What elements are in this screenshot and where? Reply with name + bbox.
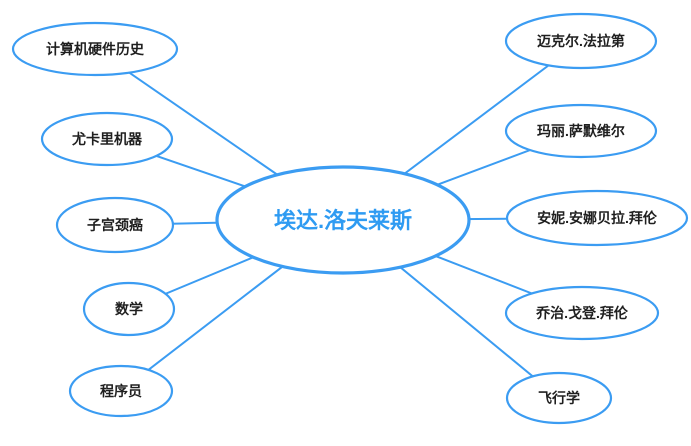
node-ellipse <box>11 21 179 77</box>
node-yukari-machine[interactable]: 尤卡里机器 <box>40 111 174 167</box>
node-cervical-cancer[interactable]: 子宫颈癌 <box>55 196 175 254</box>
node-michael-faraday[interactable]: 迈克尔.法拉第 <box>504 12 658 70</box>
node-computer-hardware-history[interactable]: 计算机硬件历史 <box>11 21 179 77</box>
node-mary-somerville[interactable]: 玛丽.萨默维尔 <box>504 103 658 159</box>
central-topic[interactable]: 埃达.洛夫莱斯 <box>215 165 471 275</box>
node-ellipse <box>55 196 175 254</box>
node-label: 子宫颈癌 <box>87 217 143 233</box>
node-ellipse <box>504 12 658 70</box>
node-anne-annabella-byron[interactable]: 安妮.安娜贝拉.拜伦 <box>505 189 689 247</box>
node-label: 乔治.戈登.拜伦 <box>535 305 629 321</box>
node-mathematics[interactable]: 数学 <box>82 281 176 337</box>
node-label: 安妮.安娜贝拉.拜伦 <box>537 210 658 226</box>
node-label: 尤卡里机器 <box>72 131 143 147</box>
central-topic-label: 埃达.洛夫莱斯 <box>274 208 412 233</box>
central-topic-ellipse <box>215 165 471 275</box>
node-ellipse <box>40 111 174 167</box>
node-label: 数学 <box>115 301 143 317</box>
node-programmer[interactable]: 程序员 <box>68 364 174 418</box>
node-ellipse <box>82 281 176 337</box>
node-ellipse <box>504 103 658 159</box>
node-label: 计算机硬件历史 <box>46 41 145 57</box>
node-ellipse <box>505 189 689 247</box>
node-label: 飞行学 <box>538 390 580 406</box>
node-aviation[interactable]: 飞行学 <box>505 371 613 425</box>
node-ellipse <box>68 364 174 418</box>
node-label: 玛丽.萨默维尔 <box>537 123 625 139</box>
node-ellipse <box>505 371 613 425</box>
node-label: 迈克尔.法拉第 <box>537 33 625 49</box>
node-george-gordon-byron[interactable]: 乔治.戈登.拜伦 <box>504 285 660 341</box>
node-label: 程序员 <box>100 383 142 399</box>
node-ellipse <box>504 285 660 341</box>
